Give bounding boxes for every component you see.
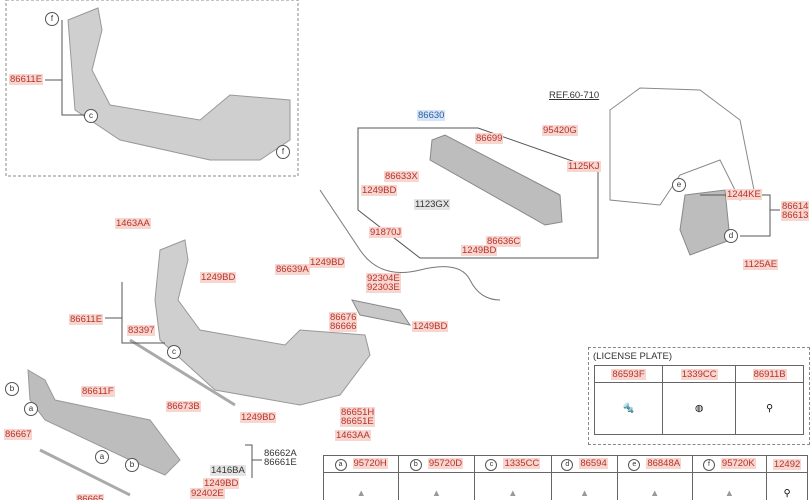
assembly-box: [357, 127, 599, 259]
part-label[interactable]: 86676: [329, 312, 358, 323]
part-label[interactable]: 1463AA: [115, 218, 151, 229]
clip-icon: ▲: [616, 472, 693, 500]
part-label[interactable]: 86611F: [81, 386, 115, 397]
part-label[interactable]: 95720D: [427, 457, 464, 469]
part-label[interactable]: 1249BD: [240, 412, 277, 423]
part-label[interactable]: 95420G: [542, 125, 578, 136]
energy-absorber: [429, 134, 563, 226]
part-label[interactable]: 86673B: [166, 401, 201, 412]
wiring-harness: [319, 189, 501, 301]
callout-c: c: [167, 345, 181, 359]
part-label[interactable]: 95720K: [720, 457, 756, 469]
clip-icon: ▲: [473, 472, 553, 500]
part-label[interactable]: 86661E: [264, 457, 297, 468]
part-label[interactable]: 91870J: [369, 227, 403, 238]
part-label[interactable]: 92402E: [190, 488, 225, 499]
strip-86673B: [129, 338, 236, 407]
part-label[interactable]: 1125KJ: [567, 161, 601, 172]
part-label[interactable]: 1125AE: [743, 259, 779, 270]
callout-a: a: [24, 402, 38, 416]
callout-e: e: [628, 458, 641, 471]
part-label[interactable]: 86651E: [340, 416, 375, 427]
license-plate-panel: (LICENSE PLATE) 86593F 1339CC 86911B 🔩 ◍…: [588, 347, 810, 445]
license-plate-table: 86593F 1339CC 86911B 🔩 ◍ ⚲: [593, 365, 804, 435]
screw-icon: ⚲: [766, 472, 808, 500]
part-label[interactable]: 1335CC: [503, 457, 541, 469]
part-label[interactable]: 86614: [781, 201, 810, 212]
part-label[interactable]: 86848A: [646, 457, 682, 469]
part-label[interactable]: 1249BD: [461, 245, 498, 256]
parts-key-table: a 95720H b 95720D c 1335CC d 86594 e 86848A f…: [322, 455, 808, 500]
part-label[interactable]: 1339CC: [680, 368, 718, 380]
callout-f: f: [276, 145, 290, 159]
part-label[interactable]: 1463AA: [335, 430, 371, 441]
clip-icon: ▲: [398, 472, 475, 500]
assembly-label[interactable]: 86630: [417, 110, 446, 121]
lower-strip: [39, 448, 131, 497]
clip-icon: ▲: [551, 472, 618, 500]
clip-icon: ▲: [691, 472, 768, 500]
license-plate-title: (LICENSE PLATE): [593, 351, 673, 362]
part-label[interactable]: 86593F: [611, 368, 646, 380]
clip-icon: ▲: [322, 472, 400, 500]
bolt-icon: 🔩: [593, 382, 664, 435]
part-label[interactable]: 86611E: [69, 314, 104, 325]
part-label[interactable]: 12492: [772, 458, 802, 470]
part-label[interactable]: 86662A: [264, 448, 297, 459]
part-label[interactable]: 86651H: [340, 407, 376, 418]
screw-icon: ⚲: [735, 382, 804, 435]
callout-b: b: [409, 458, 422, 471]
part-label[interactable]: 86667: [4, 429, 33, 440]
reference-label[interactable]: REF.60-710: [549, 90, 600, 101]
callout-b: b: [5, 382, 19, 396]
callout-d: d: [724, 229, 738, 243]
inset-box: [5, 0, 299, 177]
side-bracket: [679, 189, 731, 256]
part-label[interactable]: 1416BA: [210, 465, 246, 476]
quarter-panel-outline: [609, 87, 756, 206]
part-label[interactable]: 1249BD: [309, 257, 346, 268]
nut-icon: ◍: [662, 382, 737, 435]
callout-f: f: [702, 458, 715, 471]
part-label[interactable]: 86699: [475, 133, 504, 144]
callout-a: a: [334, 458, 347, 471]
callout-e: e: [672, 178, 686, 192]
bumper-cover-inset: [67, 7, 291, 161]
callout-c: c: [485, 458, 498, 471]
callout-d: d: [561, 458, 574, 471]
part-label[interactable]: 86636C: [486, 236, 522, 247]
part-label[interactable]: 95720H: [352, 457, 388, 469]
callout-f: f: [45, 12, 59, 26]
part-label[interactable]: 1249BD: [203, 478, 240, 489]
part-label[interactable]: 83397: [127, 325, 156, 336]
part-label[interactable]: 86665: [76, 494, 105, 500]
part-label[interactable]: 86633X: [384, 171, 419, 182]
part-label[interactable]: 1249BD: [412, 321, 449, 332]
part-label[interactable]: 1249BD: [361, 185, 398, 196]
reflector: [351, 299, 412, 326]
part-label[interactable]: 1244KE: [726, 189, 762, 200]
part-label[interactable]: 1123GX: [414, 199, 451, 210]
part-label[interactable]: 1249BD: [200, 272, 237, 283]
callout-b: b: [125, 458, 139, 472]
part-label[interactable]: 86613: [781, 210, 810, 221]
part-label[interactable]: 86611E: [9, 74, 44, 85]
part-label[interactable]: 92303E: [366, 282, 401, 293]
part-label[interactable]: 86911B: [752, 368, 787, 380]
callout-a: a: [95, 450, 109, 464]
part-label[interactable]: 86639A: [275, 264, 310, 275]
part-label[interactable]: 86594: [579, 457, 608, 469]
callout-c: c: [84, 109, 98, 123]
part-label[interactable]: 86666: [329, 321, 358, 332]
part-label[interactable]: 92304E: [366, 273, 401, 284]
